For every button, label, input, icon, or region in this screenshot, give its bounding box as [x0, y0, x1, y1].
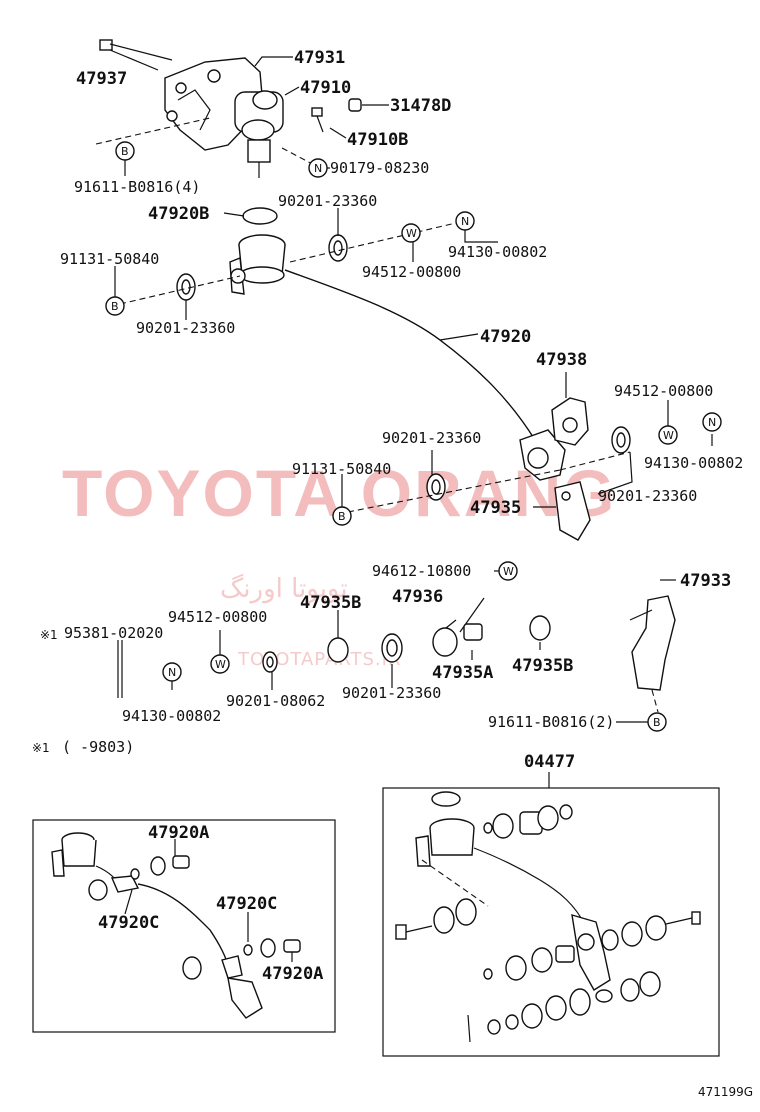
- note-mark-1: ※1: [40, 628, 58, 642]
- label-90201-23360-a: 90201-23360: [278, 192, 377, 210]
- kit-04477-box: [382, 787, 720, 1057]
- svg-text:W: W: [503, 565, 514, 578]
- label-47920a-a: 47920A: [148, 823, 209, 843]
- diagram-id: 471199G: [698, 1085, 753, 1099]
- label-47910: 47910: [300, 78, 351, 98]
- bracket-47933: [629, 595, 676, 691]
- release-cylinder-47935: [519, 429, 591, 541]
- label-90201-23360-b: 90201-23360: [136, 319, 235, 337]
- label-90201-23360-d: 90201-23360: [598, 487, 697, 505]
- label-47935b-b: 47935B: [512, 656, 573, 676]
- svg-text:B: B: [121, 145, 129, 158]
- svg-text:N: N: [461, 215, 469, 228]
- marker-n-1: N: [308, 158, 328, 178]
- leaders: [114, 56, 713, 723]
- label-47936: 47936: [392, 587, 443, 607]
- gasket-90201-d: [611, 426, 631, 454]
- dash-line-4: [289, 221, 461, 263]
- dash-line-5: [347, 469, 561, 513]
- dash-line-6: [559, 451, 631, 471]
- svg-text:B: B: [111, 300, 119, 313]
- label-31478d: 31478D: [390, 96, 451, 116]
- label-94512-00800-c: 94512-00800: [168, 608, 267, 626]
- watermark-site: TOYOTAPARTS.IR: [237, 649, 401, 670]
- inset-parts: [51, 832, 301, 1019]
- dash-line-3: [119, 275, 241, 305]
- svg-text:N: N: [314, 162, 322, 175]
- kit-04477-parts: [395, 791, 701, 1043]
- bushing-47935b-a: [327, 637, 349, 663]
- note-mark-2: ※1: [32, 741, 50, 755]
- label-94612-10800: 94612-10800: [372, 562, 471, 580]
- svg-text:B: B: [338, 510, 346, 523]
- svg-text:B: B: [653, 716, 661, 729]
- label-47937: 47937: [76, 69, 127, 89]
- master-cylinder-47910: [234, 90, 284, 178]
- label-90201-23360-c: 90201-23360: [382, 429, 481, 447]
- watermark-persian: تویوتا اورنگ: [220, 573, 348, 604]
- label-47935b-a: 47935B: [300, 593, 361, 613]
- label-94130-00802-c: 94130-00802: [122, 707, 221, 725]
- bushing-47935b-b: [529, 615, 551, 641]
- svg-text:W: W: [663, 429, 674, 442]
- marker-b-2: B: [105, 296, 125, 316]
- svg-text:W: W: [406, 227, 417, 240]
- label-47935a: 47935A: [432, 663, 493, 683]
- label-91611-b0816-2: 91611-B0816(2): [488, 713, 614, 731]
- marker-b-1: B: [115, 141, 135, 161]
- label-91611-b0816-4: 91611-B0816(4): [74, 178, 200, 196]
- hose-47920: [284, 269, 536, 441]
- svg-text:N: N: [168, 666, 176, 679]
- reservoir-47920: [229, 234, 286, 295]
- washer-90201-08062: [262, 651, 278, 673]
- boot-47938: [551, 397, 589, 446]
- label-47920a-b: 47920A: [262, 964, 323, 984]
- marker-w-1: W: [401, 223, 421, 243]
- gasket-90201-a: [328, 234, 348, 262]
- bolt-47910b: [311, 107, 324, 133]
- cap-47920b: [242, 207, 278, 225]
- gasket-90201-e: [381, 633, 403, 663]
- marker-b-3: B: [332, 506, 352, 526]
- label-90201-23360-e: 90201-23360: [342, 684, 441, 702]
- marker-n-4: N: [162, 662, 182, 682]
- label-04477: 04477: [524, 752, 575, 772]
- marker-w-4: W: [210, 654, 230, 674]
- marker-w-3: W: [498, 561, 518, 581]
- label-47920: 47920: [480, 327, 531, 347]
- bushing-47935a: [463, 623, 483, 641]
- label-47933: 47933: [680, 571, 731, 591]
- bolt-47937: [99, 39, 173, 71]
- label-94130-00802-b: 94130-00802: [644, 454, 743, 472]
- svg-text:W: W: [215, 658, 226, 671]
- label-47910b: 47910B: [347, 130, 408, 150]
- plug-31478d: [348, 98, 362, 112]
- label-91131-50840-b: 91131-50840: [292, 460, 391, 478]
- label-94512-00800-b: 94512-00800: [614, 382, 713, 400]
- label-47920b: 47920B: [148, 204, 209, 224]
- label-90179-08230: 90179-08230: [330, 159, 429, 177]
- svg-text:N: N: [708, 416, 716, 429]
- cotter-pin-95381: [117, 640, 123, 698]
- label-47938: 47938: [536, 350, 587, 370]
- marker-b-4: B: [647, 712, 667, 732]
- marker-n-2: N: [455, 211, 475, 231]
- marker-n-3: N: [702, 412, 722, 432]
- label-47931: 47931: [294, 48, 345, 68]
- label-94512-00800-a: 94512-00800: [362, 263, 461, 281]
- label-95381-02020: 95381-02020: [64, 624, 163, 642]
- marker-w-2: W: [658, 425, 678, 445]
- label-47935: 47935: [470, 498, 521, 518]
- label-90201-08062: 90201-08062: [226, 692, 325, 710]
- note-text: ( -9803): [62, 738, 134, 756]
- label-47920c-a: 47920C: [98, 913, 159, 933]
- label-94130-00802-a: 94130-00802: [448, 243, 547, 261]
- label-47920c-b: 47920C: [216, 894, 277, 914]
- label-91131-50840-a: 91131-50840: [60, 250, 159, 268]
- inset-box: [32, 819, 336, 1033]
